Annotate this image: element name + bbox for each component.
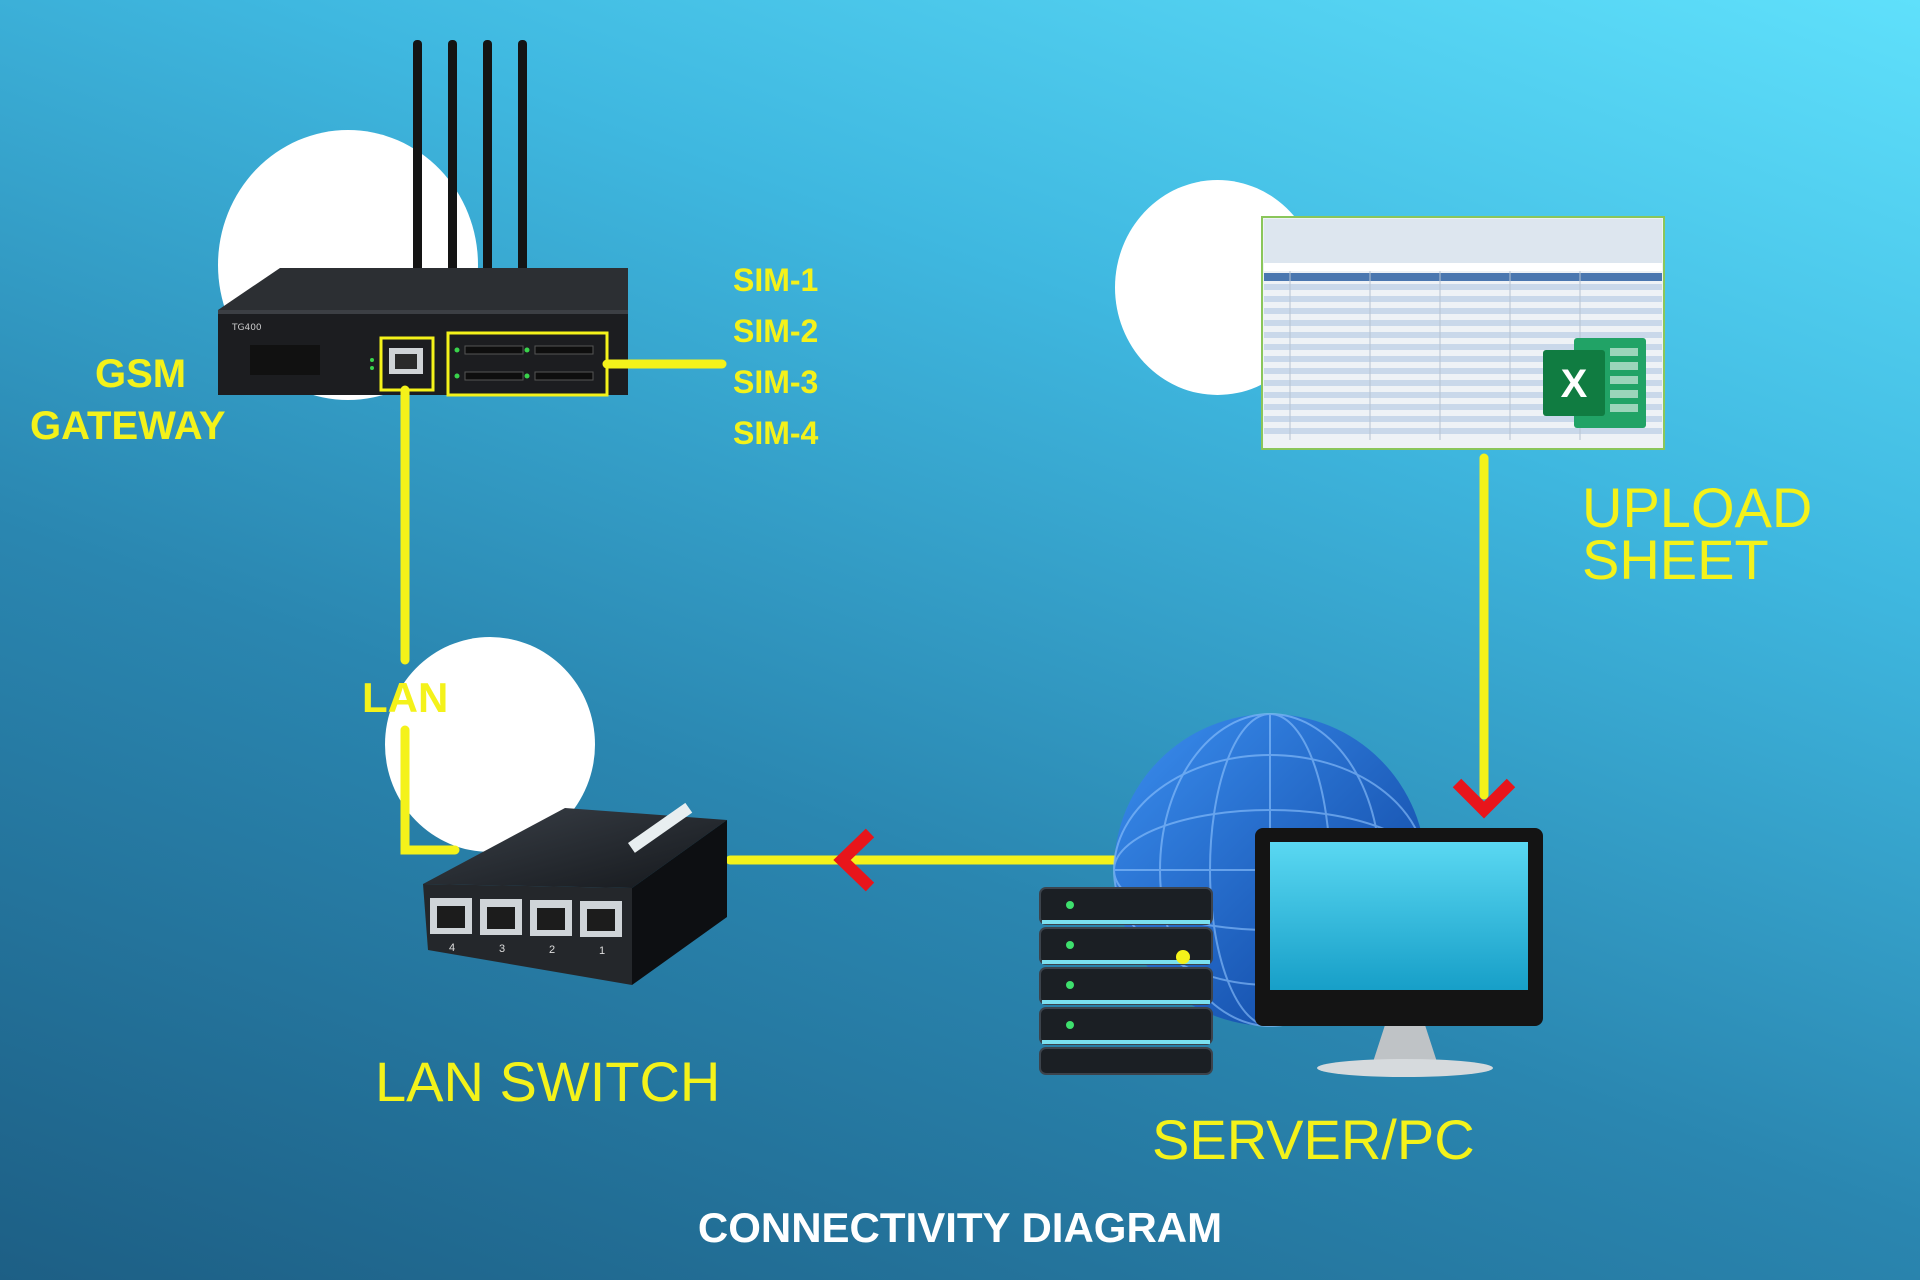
gateway-lan-line-lower — [400, 725, 460, 855]
ethernet-port-icon — [389, 348, 423, 374]
upload-label-line1: UPLOAD — [1582, 476, 1813, 539]
arrow-left-icon — [833, 828, 875, 892]
sim-label-2: SIM-2 — [733, 313, 819, 349]
lan-switch-device — [423, 802, 727, 985]
diagram-footer-title: CONNECTIVITY DIAGRAM — [697, 1204, 1223, 1251]
lan-label: LAN — [362, 674, 449, 721]
switch-port-number: 1 — [599, 945, 606, 957]
excel-letter: X — [1561, 362, 1588, 406]
sim-label-1: SIM-1 — [733, 262, 819, 298]
antenna-icon — [413, 40, 527, 272]
arrow-down-icon — [1452, 778, 1516, 819]
sim-label-3: SIM-3 — [733, 364, 819, 400]
lan-switch-label: LAN SWITCH — [375, 1050, 721, 1113]
gateway-label-line2: GATEWAY — [30, 404, 226, 448]
sim-slot-icon — [464, 345, 594, 381]
upload-label-line2: SHEET — [1582, 528, 1769, 591]
sim-label-4: SIM-4 — [733, 415, 819, 451]
switch-port-number: 3 — [499, 943, 506, 955]
gsm-gateway-device: TG400 — [218, 40, 628, 397]
gateway-label-line1: GSM — [95, 352, 187, 396]
monitor-icon — [1255, 828, 1543, 1077]
server-pc-label: SERVER/PC — [1152, 1108, 1475, 1171]
gateway-brand-text: TG400 — [231, 323, 262, 333]
connector-lines — [400, 359, 1489, 865]
switch-port-number: 2 — [549, 944, 556, 956]
excel-logo-icon: X — [1543, 338, 1646, 428]
switch-port-number: 4 — [449, 942, 456, 954]
server-rack-icon — [1039, 887, 1213, 1075]
